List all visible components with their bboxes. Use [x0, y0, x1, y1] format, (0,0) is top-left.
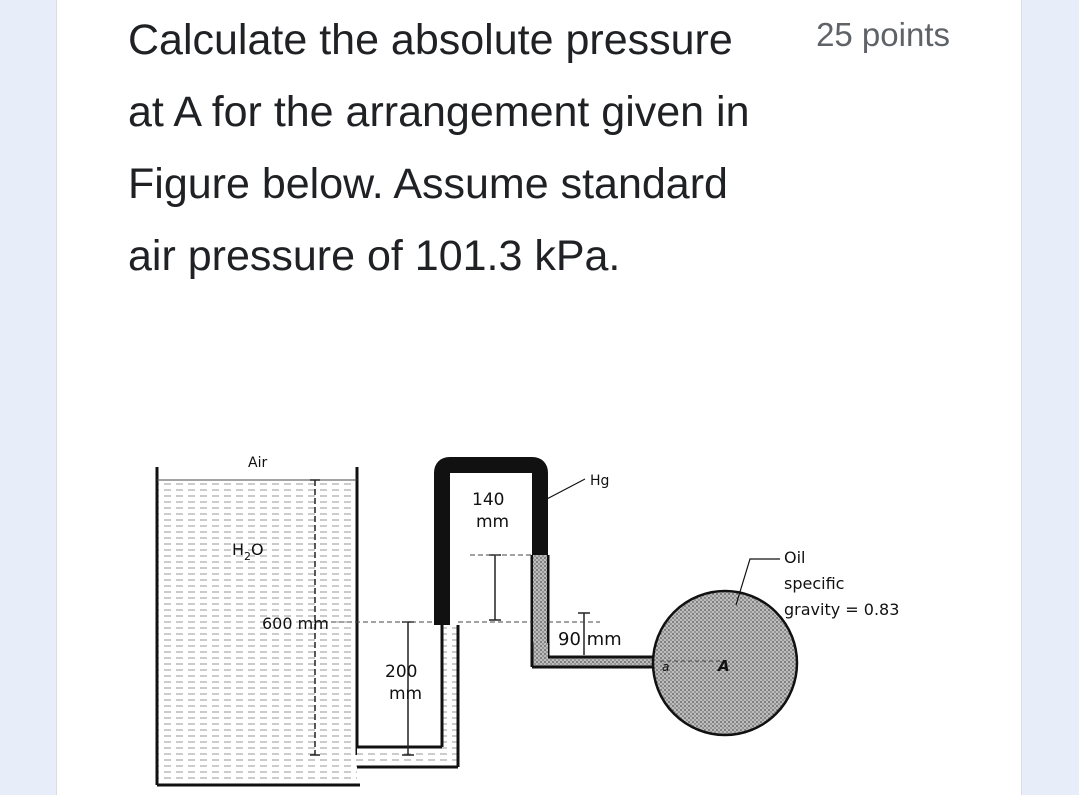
dimension-200mm — [315, 621, 442, 756]
dimension-140-label-top: 140 — [472, 490, 504, 510]
dimension-600mm — [310, 479, 320, 756]
dimension-200-label-top: 200 — [385, 662, 417, 682]
question-text: Calculate the absolute pressure at A for… — [128, 16, 750, 280]
dimension-140-label-bottom: mm — [476, 512, 509, 532]
manometer-diagram: Air H2O 600 mm 200 mm 140 mm Hg 90 mm Oi… — [155, 455, 899, 787]
water-label: H2O — [232, 540, 264, 563]
points-label: 25 points — [816, 16, 950, 53]
air-label: Air — [248, 455, 267, 471]
oil-label-line2: specific — [784, 574, 844, 593]
dimension-140mm — [458, 554, 532, 623]
dimension-200-label-bottom: mm — [389, 684, 422, 704]
oil-label-line3: gravity = 0.83 — [784, 600, 899, 619]
point-A-label: A — [717, 657, 730, 675]
water-tube — [357, 625, 460, 769]
manometer-figure: Air H2O 600 mm 200 mm 140 mm Hg 90 mm Oi… — [140, 445, 970, 795]
mercury-column — [434, 457, 550, 663]
mercury-label: Hg — [590, 473, 609, 489]
water-tank — [155, 467, 360, 787]
point-a-label: a — [662, 660, 669, 674]
pipe-A — [651, 589, 799, 737]
dimension-90mm — [548, 612, 600, 655]
dimension-90-label: 90 mm — [558, 629, 622, 650]
leader-lines — [542, 478, 780, 606]
oil-label-line1: Oil — [784, 548, 805, 567]
dimension-600-label: 600 mm — [262, 614, 329, 633]
oil-tube — [530, 643, 660, 669]
